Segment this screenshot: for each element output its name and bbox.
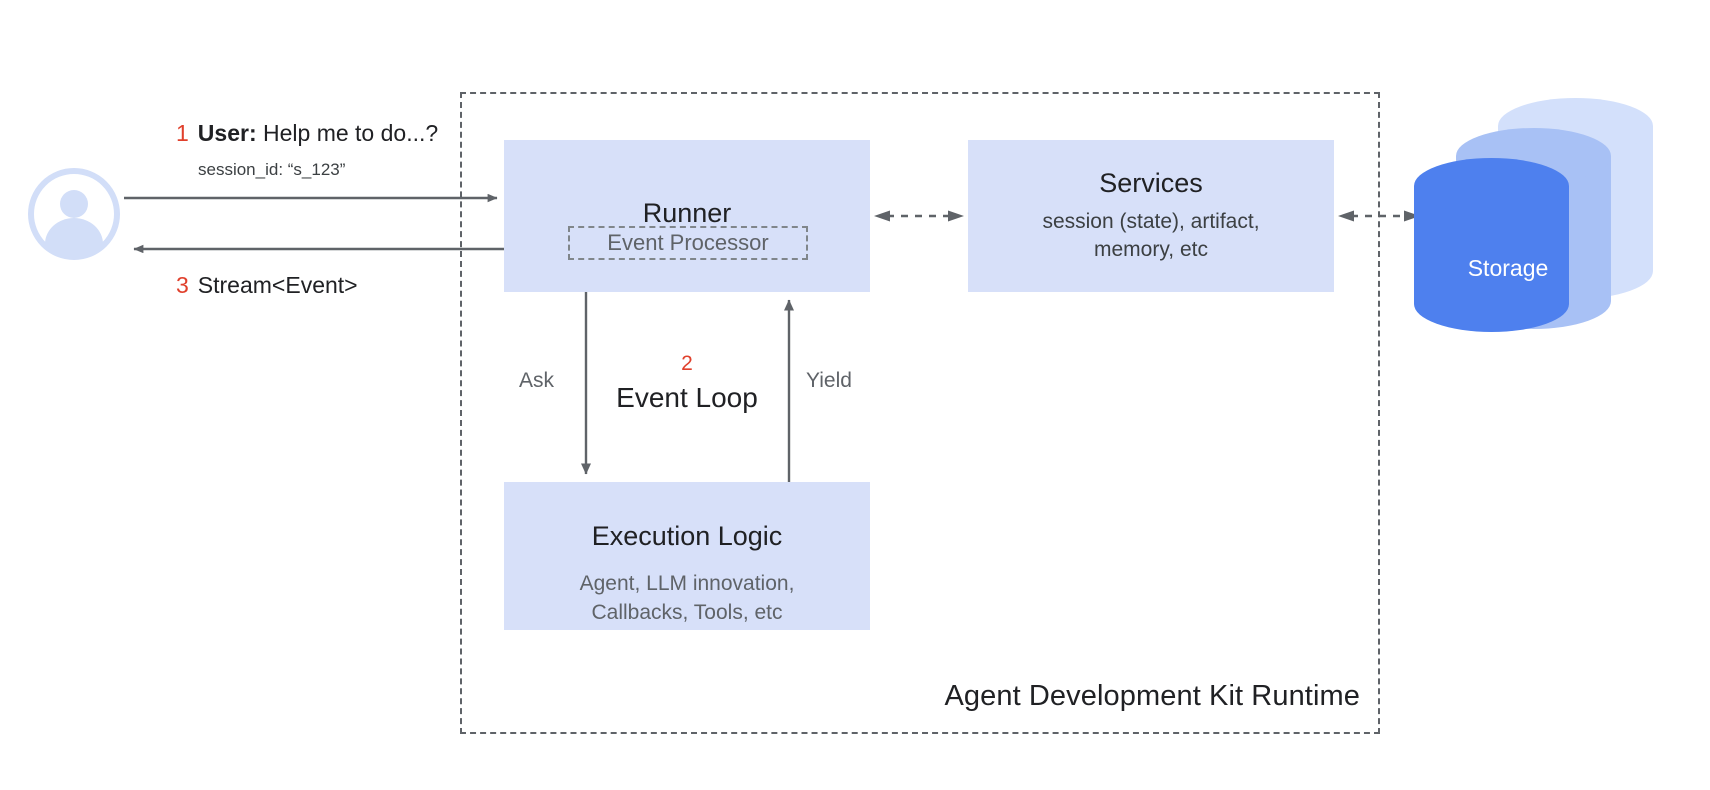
execution-logic-block[interactable]: Execution Logic Agent, LLM innovation, C… (504, 482, 870, 630)
storage-cylinder-icon[interactable] (1408, 96, 1676, 336)
services-block[interactable]: Services session (state), artifact, memo… (968, 140, 1334, 292)
services-subtitle-line-2: memory, etc (1094, 238, 1208, 262)
event-processor-label: Event Processor (607, 230, 769, 255)
user-avatar-icon (28, 168, 120, 260)
ask-label: Ask (519, 369, 555, 392)
execution-logic-subtitle-line-1: Agent, LLM innovation, (579, 572, 795, 596)
response-step-number: 3 (176, 272, 189, 298)
request-session-id: session_id: “s_123” (198, 160, 346, 179)
request-text: Help me to do...? (263, 120, 439, 146)
adk-runtime-container (460, 92, 1380, 734)
storage-cylinder-front (1414, 158, 1569, 332)
services-subtitle-line-1: session (state), artifact, (1042, 209, 1260, 233)
request-message: 1 User: Help me to do...? (176, 120, 438, 147)
execution-logic-subtitle-line-2: Callbacks, Tools, etc (591, 600, 783, 624)
event-processor-box[interactable]: Event Processor (568, 226, 808, 260)
yield-label: Yield (806, 369, 852, 392)
execution-logic-title: Execution Logic (591, 521, 783, 551)
request-step-number: 1 (176, 120, 189, 146)
runner-title: Runner (642, 197, 732, 228)
request-sender: User: (197, 120, 257, 146)
event-loop-step-number: 2 (681, 352, 693, 375)
response-message: 3 Stream<Event> (176, 272, 358, 299)
response-text: Stream<Event> (197, 272, 358, 298)
runner-block[interactable]: Runner (504, 140, 870, 292)
execution-logic-subtitle: Agent, LLM innovation, Callbacks, Tools,… (580, 570, 795, 627)
services-subtitle: session (state), artifact, memory, etc (1042, 208, 1259, 265)
adk-runtime-label: Agent Development Kit Runtime (944, 680, 1360, 712)
event-loop-title: Event Loop (616, 382, 758, 413)
services-title: Services (1099, 168, 1203, 199)
